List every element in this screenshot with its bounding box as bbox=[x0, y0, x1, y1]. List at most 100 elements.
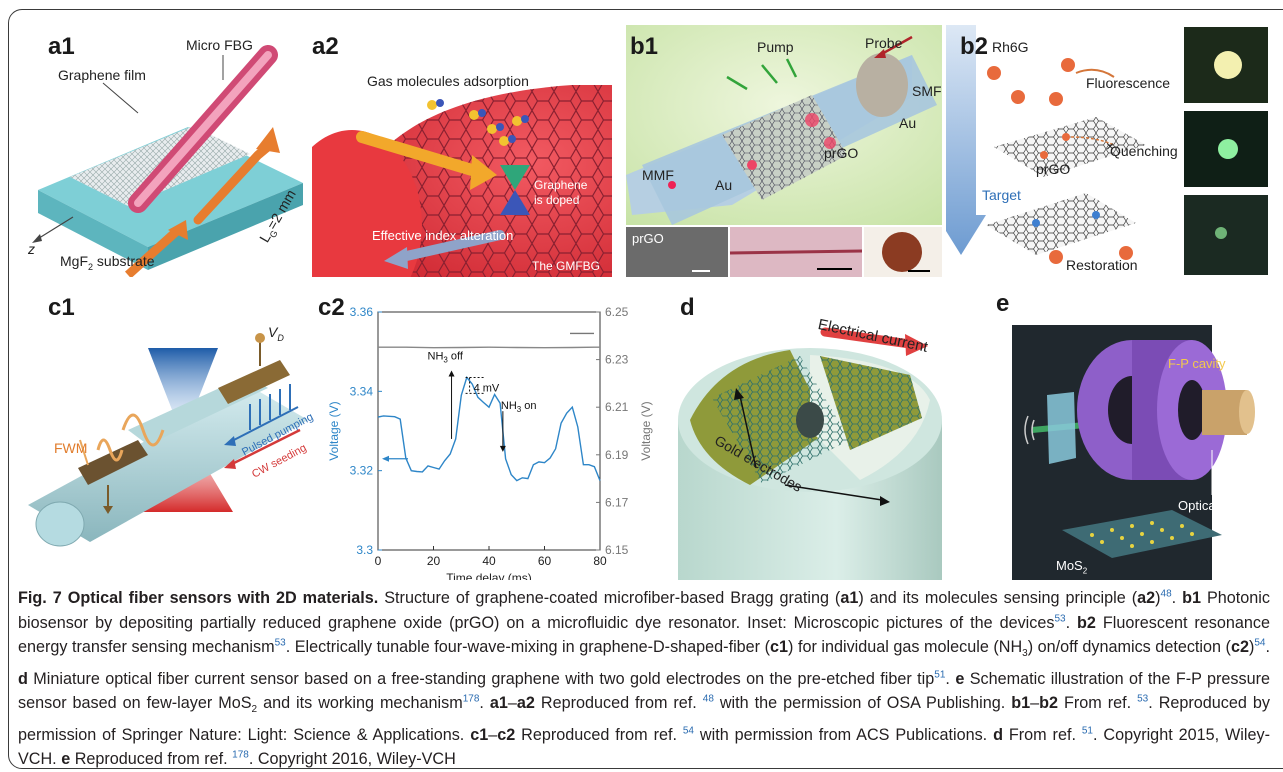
b1-probe-label: Probe bbox=[865, 35, 903, 51]
e-cavity-label: F-P cavity bbox=[1168, 356, 1226, 371]
y-tick-label: 3.36 bbox=[350, 305, 374, 319]
citation-link[interactable]: 51 bbox=[934, 669, 946, 681]
b2-rh6g-label: Rh6G bbox=[992, 39, 1029, 55]
a2-adsorption-label: Gas molecules adsorption bbox=[367, 73, 529, 89]
y2-tick-label: 6.15 bbox=[605, 543, 629, 557]
caption-text: Reproduced from ref. bbox=[534, 694, 703, 713]
b1-inset-prgo-label: prGO bbox=[632, 231, 664, 246]
panel-label-c1: c1 bbox=[48, 294, 75, 321]
a1-graphene-film-label: Graphene film bbox=[58, 67, 146, 83]
caption-ref-b2: b2 bbox=[1039, 694, 1059, 713]
x-tick-label: 80 bbox=[593, 554, 607, 568]
a1-micro-fbg-label: Micro FBG bbox=[186, 37, 253, 53]
caption-text: and its working mechanism bbox=[257, 694, 463, 713]
caption-text: . bbox=[1065, 613, 1078, 632]
caption-ref-e: e bbox=[61, 750, 71, 769]
citation-link[interactable]: 53 bbox=[274, 637, 286, 649]
caption-text: From ref. bbox=[1058, 694, 1138, 713]
citation-link[interactable]: 54 bbox=[682, 725, 694, 737]
caption-ref-c1: c1 bbox=[770, 638, 789, 656]
y-tick-label: 3.32 bbox=[350, 464, 374, 478]
y2-tick-label: 6.23 bbox=[605, 353, 629, 367]
citation-link[interactable]: 53 bbox=[1054, 613, 1066, 625]
caption-text: Miniature optical fiber current sensor b… bbox=[27, 669, 935, 688]
caption-text: Structure of graphene-coated microfiber-… bbox=[378, 589, 841, 607]
citation-link[interactable]: 48 bbox=[1160, 588, 1172, 600]
c1-illustration bbox=[28, 333, 308, 547]
e-illustration bbox=[1012, 325, 1255, 580]
nh3-on-label: NH3 on bbox=[501, 400, 537, 414]
b1-prgo-label: prGO bbox=[824, 145, 859, 161]
series-line-voltage-right bbox=[378, 346, 600, 349]
a2-index-label: Effective index alteration bbox=[372, 228, 514, 243]
nh3-on-arrowhead bbox=[499, 445, 506, 452]
caption-text: with permission from ACS Publications. bbox=[694, 725, 994, 744]
citation-link[interactable]: 178 bbox=[232, 750, 249, 762]
x-tick-label: 0 bbox=[375, 554, 382, 568]
delta-label: 4 mV bbox=[474, 382, 500, 394]
caption-ref-a2: a2 bbox=[516, 694, 535, 713]
e-pressure-label: External pressure bbox=[995, 500, 1010, 580]
b1-au-bottom-label: Au bbox=[715, 177, 733, 193]
x-tick-label: 40 bbox=[482, 554, 496, 568]
caption-title: Fig. 7 Optical fiber sensors with 2D mat… bbox=[18, 589, 379, 607]
caption-text: Fluorescent resonance energy transfer se… bbox=[18, 613, 1270, 657]
caption-text: Reproduced from ref. bbox=[70, 750, 233, 769]
caption-text: . bbox=[479, 694, 490, 713]
y2-tick-label: 6.21 bbox=[605, 400, 629, 414]
figure-frame bbox=[8, 9, 1283, 769]
b1-mmf-label: MMF bbox=[642, 167, 674, 183]
figure-caption: Fig. 7 Optical fiber sensors with 2D mat… bbox=[18, 586, 1270, 772]
caption-ref-a1: a1 bbox=[840, 589, 859, 607]
caption-subscript: 2 bbox=[251, 704, 258, 716]
caption-text: ) bbox=[1155, 589, 1161, 607]
citation-link[interactable]: 54 bbox=[1254, 637, 1266, 649]
caption-ref-c2: c2 bbox=[497, 725, 516, 744]
b2-quenching-label: Quenching bbox=[1110, 143, 1178, 159]
b2-restoration-label: Restoration bbox=[1066, 257, 1138, 273]
b1-smf-label: SMF bbox=[912, 83, 942, 99]
caption-text: From ref. bbox=[1002, 725, 1082, 744]
caption-ref-c1: c1 bbox=[470, 725, 489, 744]
caption-text: – bbox=[507, 694, 517, 713]
b1-illustration bbox=[626, 25, 942, 277]
b2-prgo-label: prGO bbox=[1036, 161, 1071, 177]
x-tick-label: 20 bbox=[427, 554, 441, 568]
citation-link[interactable]: 178 bbox=[462, 693, 480, 705]
panel-label-d: d bbox=[680, 294, 695, 321]
caption-text: with the permission of OSA Publishing. bbox=[713, 694, 1012, 713]
b2-fluorescence-label: Fluorescence bbox=[1086, 75, 1171, 91]
caption-text: – bbox=[1030, 694, 1040, 713]
citation-link[interactable]: 48 bbox=[702, 693, 714, 705]
b2-target-label: Target bbox=[982, 187, 1021, 203]
citation-link[interactable]: 51 bbox=[1081, 725, 1093, 737]
panel-d: d Electrical current Gold electrodes bbox=[660, 280, 960, 580]
y2-tick-label: 6.19 bbox=[605, 448, 629, 462]
a1-illustration bbox=[32, 45, 303, 277]
panel-label-c2: c2 bbox=[318, 294, 345, 321]
b1-pump-label: Pump bbox=[757, 39, 794, 55]
caption-text: ) on/off dynamics detection ( bbox=[1027, 638, 1231, 656]
panel-label-b2: b2 bbox=[960, 33, 989, 60]
svg-text:×: × bbox=[1106, 138, 1114, 154]
caption-text: Schematic illustration of the F-P pressu… bbox=[18, 669, 1270, 713]
caption-ref-b1: b1 bbox=[1011, 694, 1031, 713]
series-line-voltage-left bbox=[377, 375, 601, 482]
caption-text: . bbox=[1265, 638, 1270, 656]
y2-tick-label: 6.25 bbox=[605, 305, 629, 319]
citation-link[interactable]: 53 bbox=[1137, 693, 1149, 705]
caption-subscript: 3 bbox=[1022, 648, 1028, 660]
panel-b1: b1 Pump Probe SMF Au prGO MMF Au prGO bbox=[612, 25, 942, 277]
caption-text: Photonic biosensor by depositing partial… bbox=[18, 589, 1271, 632]
b1-au-top-label: Au bbox=[899, 115, 917, 131]
caption-ref-c2: c2 bbox=[1230, 638, 1249, 656]
caption-ref-b1: b1 bbox=[1182, 589, 1202, 607]
caption-text: . bbox=[945, 669, 956, 688]
x-axis-label: Time delay (ms) bbox=[446, 571, 532, 580]
a2-doped-label-2: is doped bbox=[534, 193, 580, 207]
panel-c1: c1 VD FWM Pulsed pumping CW seeding bbox=[18, 280, 318, 580]
caption-ref-b2: b2 bbox=[1077, 613, 1096, 632]
b2-illustration: × bbox=[946, 25, 1268, 275]
left-axis-arrowhead bbox=[382, 455, 389, 462]
